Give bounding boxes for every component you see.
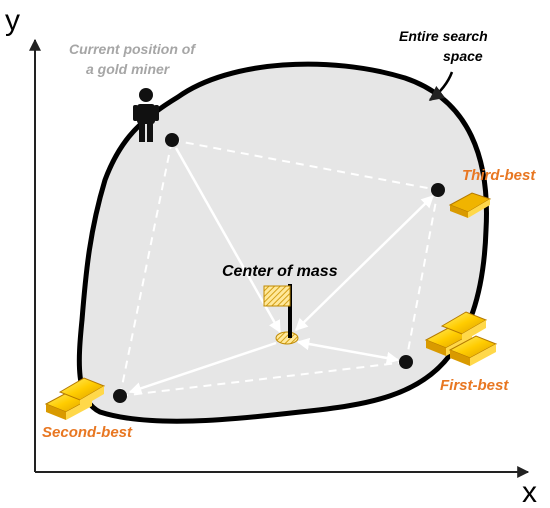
- person-icon: [133, 88, 159, 142]
- flag-icon: [263, 284, 299, 345]
- x-axis-label: x: [522, 476, 537, 508]
- gold-bars-icon: [448, 192, 492, 218]
- search-space-label-line1: Entire search: [399, 28, 488, 44]
- miner-dot-second: [113, 389, 127, 403]
- current-position-label-line2: a gold miner: [86, 61, 171, 77]
- gold-bars-icon: [44, 377, 106, 420]
- miner-dot-current: [165, 133, 179, 147]
- center-of-mass-label: Center of mass: [222, 263, 338, 280]
- third-best-label: Third-best: [462, 167, 536, 184]
- gold-bars-icon: [424, 311, 498, 366]
- miner-dot-third: [431, 183, 445, 197]
- search-space-pointer: [428, 71, 454, 101]
- current-position-label-line1: Current position of: [69, 41, 196, 57]
- first-best-label: First-best: [440, 377, 509, 394]
- y-axis-label: y: [5, 4, 20, 37]
- search-space-region: [76, 61, 489, 424]
- miner-dot-first: [399, 355, 413, 369]
- second-best-label: Second-best: [42, 424, 133, 441]
- search-space-label-line2: space: [443, 48, 483, 64]
- movement-arrows: [128, 147, 434, 395]
